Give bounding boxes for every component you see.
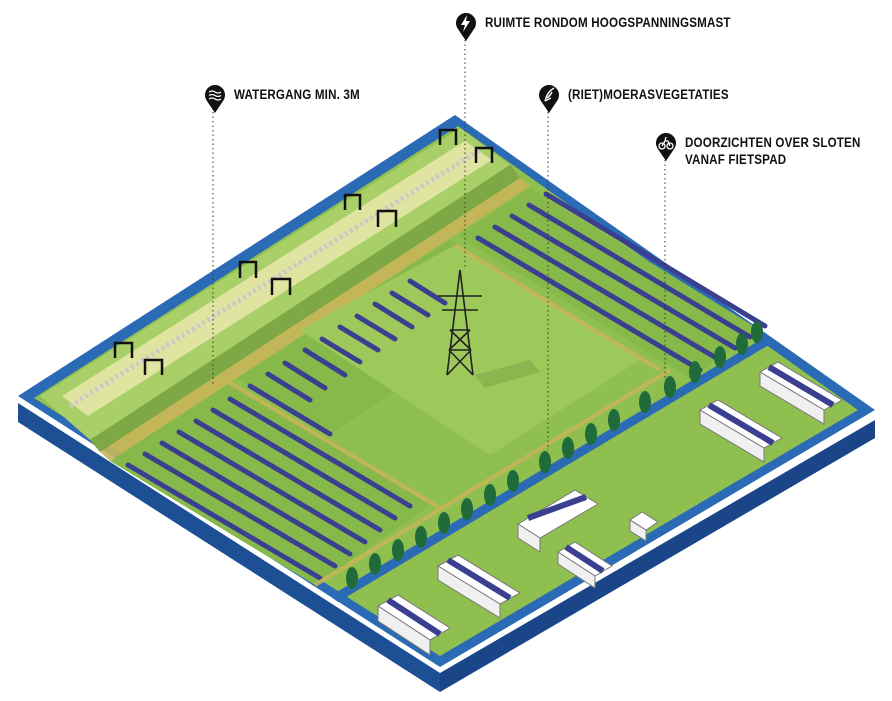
base-right-side — [440, 420, 875, 692]
building-single — [629, 511, 659, 542]
reed-leaf-icon — [539, 85, 559, 113]
building-group-6 — [758, 361, 844, 425]
callout-mast-label: RUIMTE RONDOM HOOGSPANNINGSMAST — [485, 15, 731, 30]
callout-mast: RUIMTE RONDOM HOOGSPANNINGSMAST — [455, 12, 771, 42]
leader-lines — [212, 40, 666, 450]
callout-doorzicht-label: DOORZICHTEN OVER SLOTEN VANAF FIETSPAD — [685, 134, 861, 168]
building-group-3 — [517, 489, 599, 553]
reed-strips — [228, 243, 672, 587]
solar-rows — [125, 191, 768, 581]
callout-riet: (RIET)MOERASVEGETATIES — [538, 84, 755, 114]
callout-watergang: WATERGANG MIN. 3M — [204, 84, 380, 114]
building-group-2 — [437, 554, 521, 619]
canal — [330, 337, 772, 602]
gates — [113, 128, 494, 375]
tree-row — [346, 321, 763, 589]
building-group-1 — [377, 594, 451, 656]
base-left-side — [18, 403, 440, 692]
callout-doorzicht-line-2: VANAF FIETSPAD — [685, 152, 787, 167]
building-group-4 — [557, 541, 613, 589]
high-voltage-mast — [438, 269, 482, 376]
water-waves-icon — [205, 85, 225, 113]
lightning-bolt-icon — [456, 12, 476, 41]
building-group-5 — [698, 399, 784, 463]
solar-field-right — [458, 188, 760, 378]
callout-doorzicht: DOORZICHTEN OVER SLOTEN VANAF FIETSPAD — [655, 132, 889, 168]
callout-doorzicht-line-1: DOORZICHTEN OVER SLOTEN — [685, 135, 861, 150]
mast-shadow — [475, 360, 540, 388]
dike-slope — [90, 165, 520, 452]
reed-band-dike — [100, 178, 530, 461]
buildings — [377, 361, 844, 656]
callout-watergang-label: WATERGANG MIN. 3M — [234, 87, 360, 102]
callout-riet-label: (RIET)MOERASVEGETATIES — [568, 87, 729, 102]
bicycle-icon — [656, 133, 676, 161]
